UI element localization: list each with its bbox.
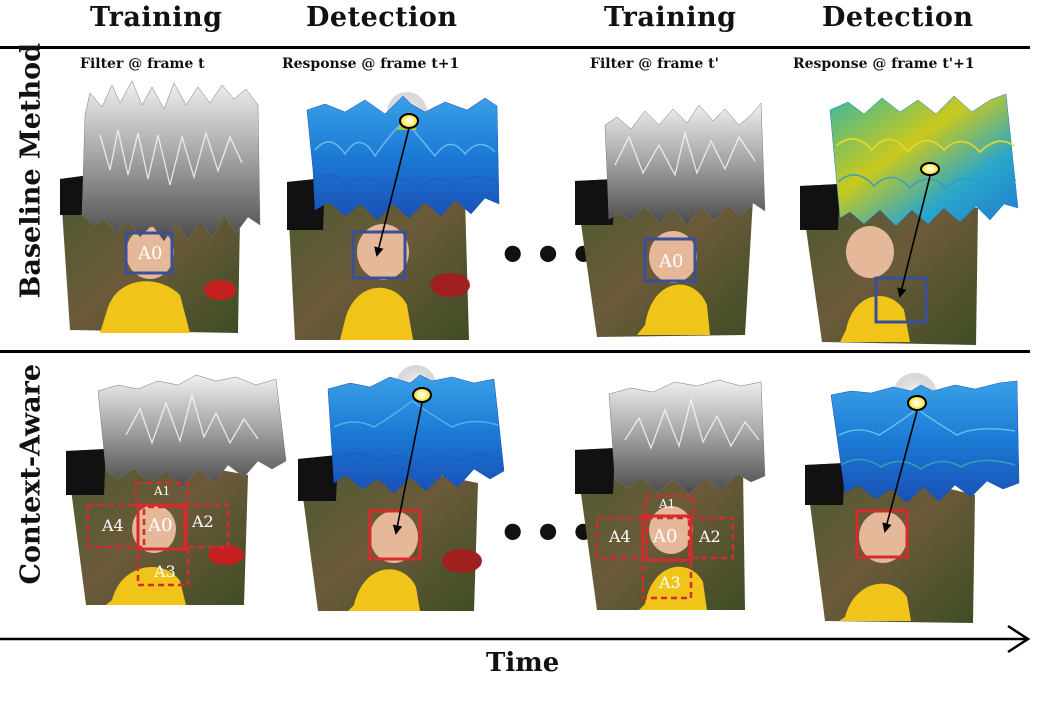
response-peak [399,113,419,129]
video-frame [298,455,482,611]
row-label-context-aware: Context-Aware [15,363,47,585]
panel-baseline-training-t: A0 [60,80,261,333]
time-label: Time [486,648,560,678]
patch-label-a2: A2 [698,527,721,546]
context-patch-a4 [86,503,146,549]
middle-rule [0,350,1030,353]
patch-label-a1: A1 [658,497,675,511]
row-label-baseline: Baseline Method [15,43,47,299]
patch-label-a3: A3 [658,573,681,592]
target-box [874,276,928,324]
video-frame [66,449,248,605]
patch-label-a4: A4 [101,516,124,535]
video-frame [575,179,753,337]
target-box [351,230,407,280]
target-box [368,509,422,561]
context-patch-a4 [595,516,649,560]
response-peak [907,395,927,411]
panel-context-training-t: A0 A1 A2 A3 A4 [66,374,287,605]
patch-label-a4: A4 [608,527,631,546]
target-box-a0 [641,514,693,562]
filter-surface [604,102,766,226]
patch-label-a1: A1 [153,484,170,498]
top-rule [0,46,1030,49]
patch-label-a0: A0 [147,515,172,536]
patch-label-a2: A2 [191,512,214,531]
response-peak [412,387,432,403]
response-surface [829,93,1019,227]
target-box-a0 [643,237,697,283]
video-frame [805,463,975,623]
patch-label-a0: A0 [137,243,162,264]
context-patch-a2 [687,516,735,560]
subtitle-filter-t: Filter @ frame t [80,56,205,72]
target-box-a0 [124,231,174,275]
column-header-detection-1: Detection [306,2,458,33]
time-axis-arrow [0,624,1031,654]
target-box [855,509,909,559]
ellipsis-row-2: ••• [498,506,605,560]
context-patch-a1 [643,494,695,520]
video-frame [287,178,470,340]
displacement-arrow [897,175,931,298]
displacement-arrow [374,127,410,257]
column-header-training-1: Training [90,2,223,33]
subtitle-filter-tprime: Filter @ frame t' [590,56,719,72]
response-surface [830,380,1020,504]
panel-context-detection-t1 [298,365,505,611]
filter-surface [81,80,261,242]
context-patch-a2 [182,503,230,549]
target-box-a0 [136,503,188,551]
patch-label-a0: A0 [652,526,677,547]
displacement-arrow [882,410,918,533]
response-peak [920,162,940,176]
column-header-detection-2: Detection [822,2,974,33]
panel-baseline-detection-tprime1 [800,93,1019,345]
response-surface [306,95,500,221]
panel-baseline-training-tprime: A0 [575,102,766,337]
patch-label-a3: A3 [153,562,176,581]
filter-surface [97,374,287,488]
displacement-arrow [392,402,423,535]
subtitle-response-tprime1: Response @ frame t'+1 [793,56,975,72]
filter-surface [608,379,766,495]
panel-baseline-detection-t1 [287,92,500,340]
context-patch-a1 [134,481,190,509]
patch-label-a0: A0 [658,251,683,272]
panel-context-detection-tprime1 [805,373,1020,623]
ellipsis-row-1: ••• [498,228,605,282]
panel-context-training-tprime: A0 A1 A2 A3 A4 [575,379,766,610]
column-header-training-2: Training [604,2,737,33]
subtitle-response-t1: Response @ frame t+1 [282,56,460,72]
